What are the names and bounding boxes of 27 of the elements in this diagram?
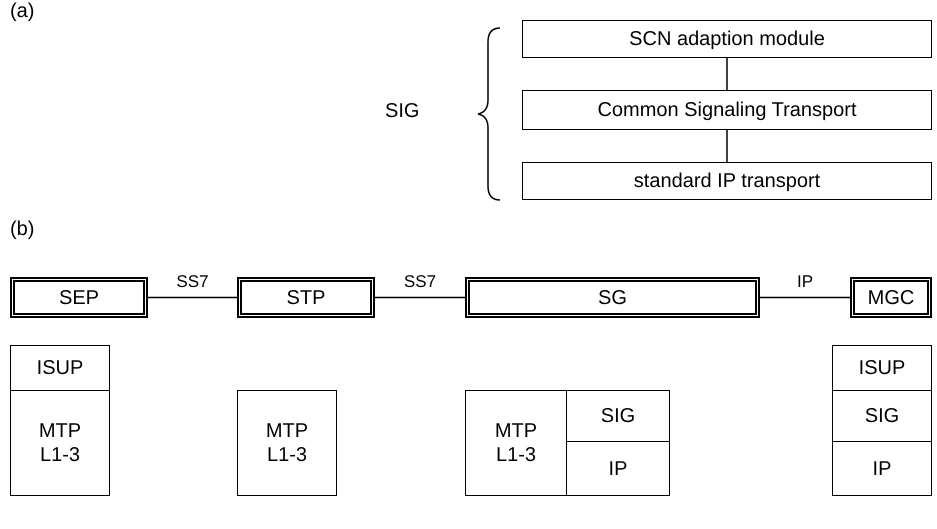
protocol-layer-box: MTP L1-3 [465, 390, 567, 496]
connector-line [726, 58, 728, 90]
edge-label: SS7 [176, 272, 209, 292]
connector-line [375, 296, 465, 298]
group-label: SIG [385, 100, 420, 123]
protocol-layer-box: MTP L1-3 [10, 390, 110, 496]
protocol-layer-box: standard IP transport [522, 162, 932, 200]
panel-label: (a) [10, 0, 34, 23]
protocol-layer-box: IP [832, 441, 932, 496]
network-element-box: SEP [10, 277, 148, 318]
protocol-layer-box: SCN adaption module [522, 20, 932, 58]
network-element-box: STP [237, 277, 375, 318]
network-element-box: MGC [850, 277, 932, 318]
protocol-layer-box: IP [566, 441, 670, 496]
protocol-layer-box: SIG [566, 390, 670, 442]
edge-label: IP [796, 272, 814, 292]
connector-line [148, 296, 237, 298]
connector-line [760, 296, 850, 298]
edge-label: SS7 [404, 272, 436, 292]
connector-line [726, 130, 728, 162]
protocol-layer-box: MTP L1-3 [237, 390, 337, 496]
protocol-layer-box: ISUP [832, 345, 932, 391]
protocol-layer-box: Common Signaling Transport [522, 90, 932, 130]
protocol-layer-box: ISUP [10, 345, 110, 391]
network-element-box: SG [465, 277, 760, 318]
protocol-layer-box: SIG [832, 390, 932, 442]
panel-label: (b) [10, 218, 34, 241]
